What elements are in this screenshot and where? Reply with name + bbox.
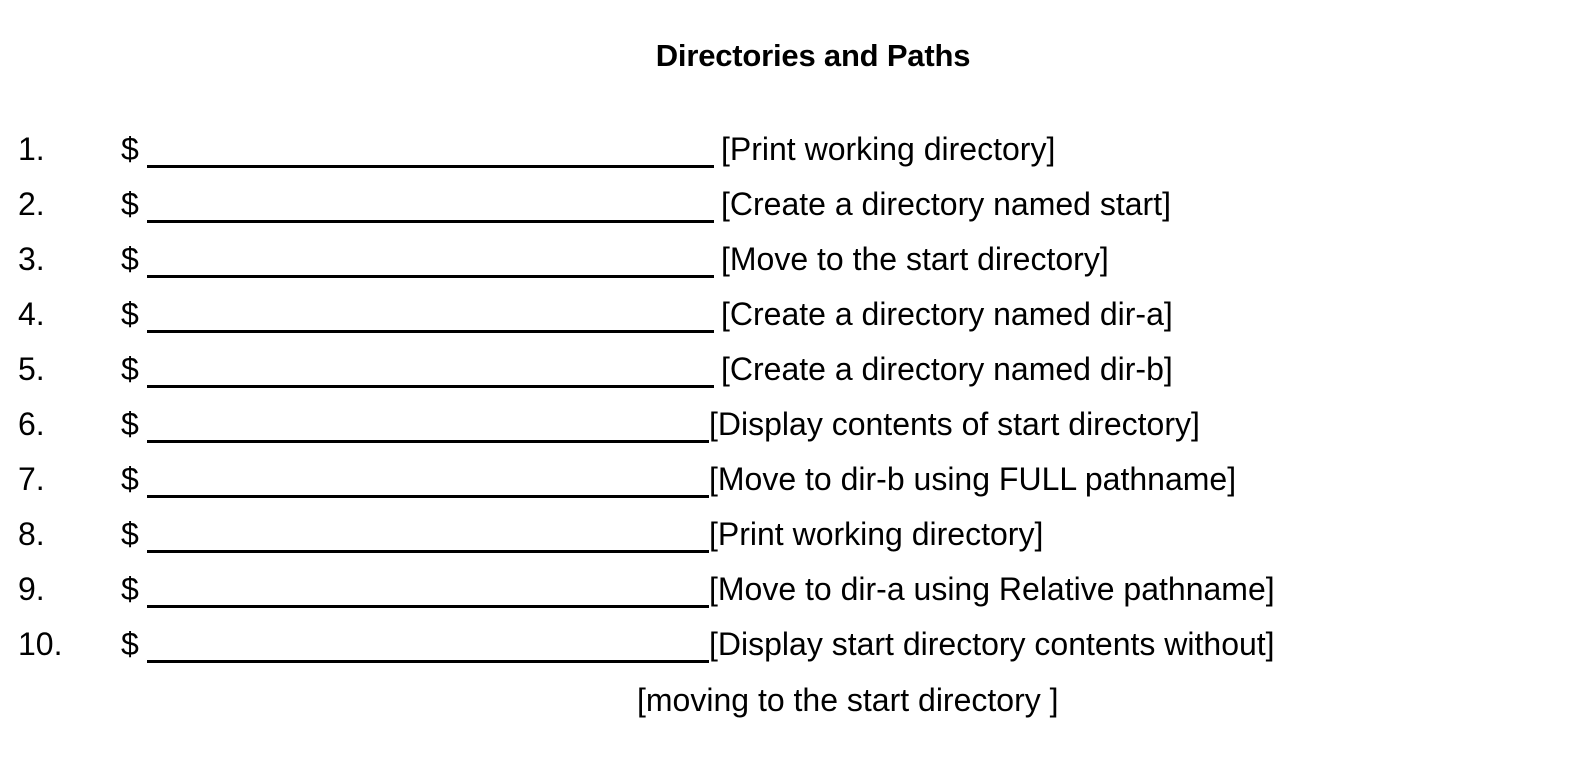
task-instruction-note: [Move to dir-b using FULL pathname] [709, 461, 1237, 497]
shell-prompt-symbol: $ [121, 131, 139, 167]
shell-prompt-symbol: $ [121, 241, 139, 277]
task-row: 7. $ [Move to dir-b using FULL pathname] [0, 456, 1594, 511]
task-number: 3. [18, 241, 45, 277]
task-instruction-note: [Create a directory named start] [721, 186, 1171, 222]
task-number: 7. [18, 461, 45, 497]
task-row: 6. $ [Display contents of start directory] [0, 401, 1594, 456]
answer-blank-field[interactable] [147, 621, 709, 663]
shell-prompt-symbol: $ [121, 186, 139, 222]
continuation-note: [moving to the start directory ] [637, 682, 1059, 718]
task-number: 6. [18, 406, 45, 442]
task-number: 2. [18, 186, 45, 222]
task-instruction-note: [Display contents of start directory] [709, 406, 1200, 442]
task-instruction-note: [Create a directory named dir-b] [721, 351, 1173, 387]
answer-blank-field[interactable] [147, 511, 709, 553]
task-number: 9. [18, 571, 45, 607]
answer-blank-field[interactable] [147, 566, 709, 608]
task-row: 2. $ [Create a directory named start] [0, 181, 1594, 236]
shell-prompt-symbol: $ [121, 406, 139, 442]
shell-prompt-symbol: $ [121, 296, 139, 332]
task-number: 5. [18, 351, 45, 387]
answer-blank-field[interactable] [147, 181, 714, 223]
shell-prompt-symbol: $ [121, 461, 139, 497]
task-row: 4. $ [Create a directory named dir-a] [0, 291, 1594, 346]
answer-blank-field[interactable] [147, 346, 714, 388]
task-instruction-note: [Move to the start directory] [721, 241, 1109, 277]
task-number: 8. [18, 516, 45, 552]
answer-blank-field[interactable] [147, 401, 709, 443]
task-row: 5. $ [Create a directory named dir-b] [0, 346, 1594, 401]
task-number: 10. [18, 626, 63, 662]
task-instruction-note: [Create a directory named dir-a] [721, 296, 1173, 332]
answer-blank-field[interactable] [147, 126, 714, 168]
task-row: 10. $ [Display start directory contents wi… [0, 621, 1594, 676]
shell-prompt-symbol: $ [121, 351, 139, 387]
task-instruction-note: [Move to dir-a using Relative pathname] [709, 571, 1275, 607]
task-number: 1. [18, 131, 45, 167]
task-list: 1. $ [Print working directory] 2. $ [Create a… [0, 126, 1594, 676]
answer-blank-field[interactable] [147, 456, 709, 498]
answer-blank-field[interactable] [147, 291, 714, 333]
task-row: 3. $ [Move to the start directory] [0, 236, 1594, 291]
task-row: 9. $ [Move to dir-a using Relative pathnam… [0, 566, 1594, 621]
page-title: Directories and Paths [655, 37, 971, 73]
task-row: 1. $ [Print working directory] [0, 126, 1594, 181]
answer-blank-field[interactable] [147, 236, 714, 278]
shell-prompt-symbol: $ [121, 571, 139, 607]
task-instruction-note: [Print working directory] [709, 516, 1044, 552]
task-instruction-note: [Display start directory contents withou… [709, 626, 1275, 662]
task-row: 8. $ [Print working directory] [0, 511, 1594, 566]
task-number: 4. [18, 296, 45, 332]
shell-prompt-symbol: $ [121, 516, 139, 552]
task-instruction-note: [Print working directory] [721, 131, 1056, 167]
shell-prompt-symbol: $ [121, 626, 139, 662]
